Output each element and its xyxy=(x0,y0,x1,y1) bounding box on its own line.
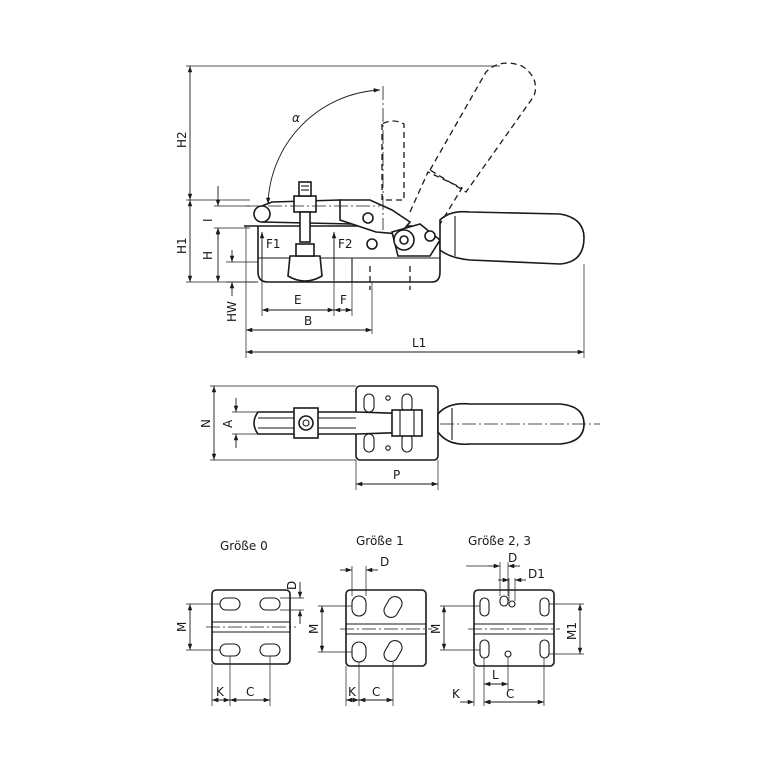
plate-2-c: C xyxy=(506,687,514,701)
dim-l1: L1 xyxy=(412,336,426,350)
plate-1-c: C xyxy=(372,685,380,699)
base-plate-size-2-3: Größe 2, 3 M M1 D D1 xyxy=(429,534,584,706)
base-plate-size-1: Größe 1 M D K C xyxy=(307,534,432,706)
plate-2-m: M xyxy=(429,624,443,634)
plate-0-d: D xyxy=(285,581,299,590)
plate-2-d: D xyxy=(508,551,517,565)
plate-0-title: Größe 0 xyxy=(220,539,268,553)
dim-h: H xyxy=(201,251,215,260)
dim-b: B xyxy=(304,314,312,328)
plate-1-d: D xyxy=(380,555,389,569)
plate-0-m: M xyxy=(175,622,189,632)
dim-n: N xyxy=(199,419,213,428)
dim-hw: HW xyxy=(225,301,239,322)
opening-angle-arc xyxy=(266,88,381,205)
pivot-1 xyxy=(362,212,374,224)
base-plate-size-0: Größe 0 M D K C xyxy=(175,539,304,706)
force-f2: F2 xyxy=(338,237,353,251)
plate-2-title: Größe 2, 3 xyxy=(468,534,531,548)
plate-2-l: L xyxy=(492,668,499,682)
plate-0-k: K xyxy=(216,685,225,699)
plate-2-m1: M1 xyxy=(565,622,579,640)
plate-2-k: K xyxy=(452,687,461,701)
dim-f: F xyxy=(340,293,347,307)
plate-1-k: K xyxy=(348,685,357,699)
pressure-pad xyxy=(287,255,323,282)
top-spindle-nut xyxy=(293,407,319,439)
dim-a: A xyxy=(221,419,235,428)
force-f1: F1 xyxy=(266,237,281,251)
side-view: F1 F2 α H2 H1 I H HW xyxy=(175,62,585,358)
dim-h1: H1 xyxy=(175,237,189,254)
dim-e: E xyxy=(294,293,302,307)
top-view: N A P xyxy=(199,385,600,490)
plate-1-title: Größe 1 xyxy=(356,534,404,548)
plate-0-c: C xyxy=(246,685,254,699)
handle-open xyxy=(429,62,537,193)
handle-closed xyxy=(439,210,585,265)
spindle-nut xyxy=(293,195,317,213)
plate-1-m: M xyxy=(307,624,321,634)
plate-2-d1: D1 xyxy=(528,567,545,581)
dim-i: I xyxy=(201,218,215,222)
pivot-2 xyxy=(366,238,378,250)
dim-h2: H2 xyxy=(175,131,189,148)
angle-alpha: α xyxy=(292,111,300,125)
dim-p: P xyxy=(393,468,400,482)
